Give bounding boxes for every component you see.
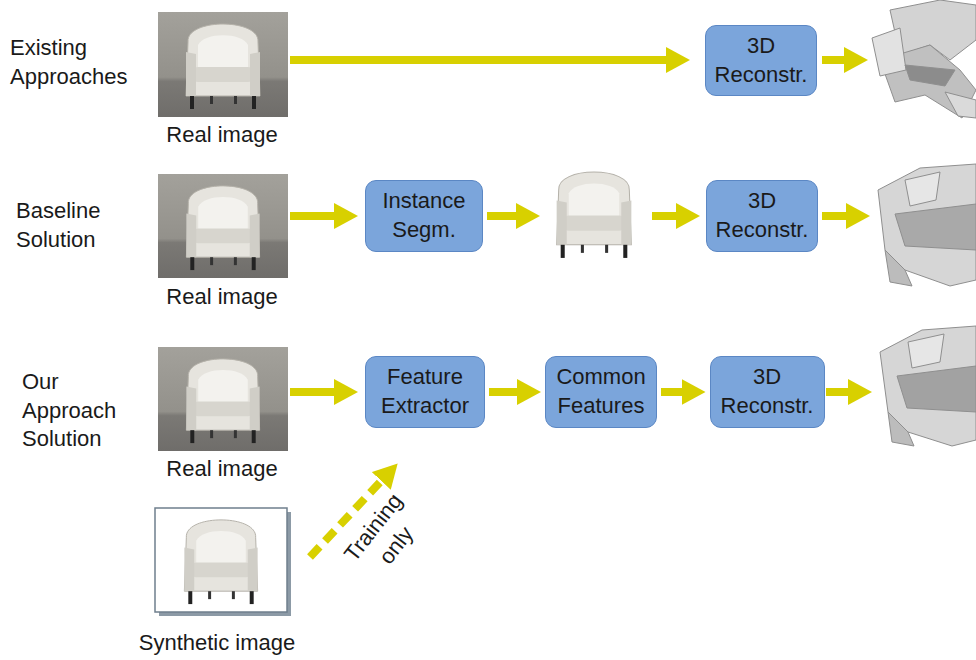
flow-arrow-part bbox=[290, 56, 670, 64]
text-label: Our Approach Solution bbox=[22, 368, 137, 454]
box-label: 3D Reconstr. bbox=[719, 363, 816, 420]
flow-arrow-part bbox=[487, 212, 520, 220]
process-box: 3D Reconstr. bbox=[706, 180, 818, 251]
process-box: 3D Reconstr. bbox=[710, 356, 825, 427]
process-box: Instance Segm. bbox=[365, 180, 483, 251]
box-label: Feature Extractor bbox=[374, 363, 476, 420]
box-label: Instance Segm. bbox=[374, 187, 474, 244]
real-image-photo-part bbox=[158, 174, 288, 278]
flow-arrow-part bbox=[652, 212, 680, 220]
text-label: Real image bbox=[152, 121, 292, 150]
reconstruction-mesh-part bbox=[888, 412, 914, 446]
box-label: Common Features bbox=[554, 363, 648, 420]
text-label: Baseline Solution bbox=[16, 197, 126, 254]
flow-arrow-part bbox=[826, 388, 852, 396]
text-label: Existing Approaches bbox=[10, 34, 150, 91]
synthetic-image-part bbox=[155, 508, 287, 612]
box-label: 3D Reconstr. bbox=[715, 187, 809, 244]
text-label: Synthetic image bbox=[122, 629, 312, 658]
segmented-chair bbox=[557, 172, 632, 258]
segmented-chair-part bbox=[557, 172, 632, 258]
flow-arrow-part bbox=[822, 56, 848, 64]
arrow-label: Training only bbox=[332, 480, 439, 594]
reconstruction-mesh bbox=[878, 164, 976, 286]
reconstruction-mesh bbox=[872, 0, 976, 118]
flow-arrow-part bbox=[290, 388, 338, 396]
synthetic-image-part bbox=[184, 520, 257, 604]
flow-arrow-part bbox=[290, 212, 338, 220]
reconstruction-mesh-part bbox=[885, 250, 912, 286]
flow-connector bbox=[489, 388, 521, 396]
box-label: 3D Reconstr. bbox=[714, 32, 808, 89]
process-box: Feature Extractor bbox=[365, 356, 485, 428]
reconstruction-mesh-part bbox=[908, 334, 944, 368]
process-box: Common Features bbox=[545, 356, 657, 428]
reconstruction-mesh-part bbox=[872, 28, 906, 76]
synthetic-image bbox=[155, 508, 291, 616]
reconstruction-mesh-part bbox=[905, 172, 940, 206]
flow-arrow bbox=[290, 60, 852, 557]
reconstruction-mesh-part bbox=[897, 366, 976, 412]
flow-arrow-part bbox=[822, 212, 850, 220]
reconstruction-mesh-part bbox=[878, 164, 976, 286]
real-image-photo-part bbox=[158, 12, 288, 117]
process-box: 3D Reconstr. bbox=[705, 25, 817, 96]
flow-connector bbox=[661, 388, 686, 396]
real-image-photo bbox=[158, 174, 288, 278]
real-image-photo-part bbox=[186, 24, 260, 109]
reconstruction-mesh-part bbox=[880, 326, 976, 446]
text-label: Real image bbox=[152, 455, 292, 484]
reconstruction-mesh-part bbox=[895, 204, 976, 250]
real-image-photo-part bbox=[186, 359, 259, 443]
reconstruction-mesh-part bbox=[905, 65, 955, 86]
real-image-photo bbox=[158, 12, 288, 117]
real-image-photo-part bbox=[158, 347, 288, 451]
text-label: Real image bbox=[152, 283, 292, 312]
reconstruction-mesh bbox=[880, 326, 976, 446]
reconstruction-mesh-part bbox=[945, 92, 976, 118]
real-image-photo bbox=[158, 347, 288, 451]
real-image-photo-part bbox=[186, 186, 259, 270]
